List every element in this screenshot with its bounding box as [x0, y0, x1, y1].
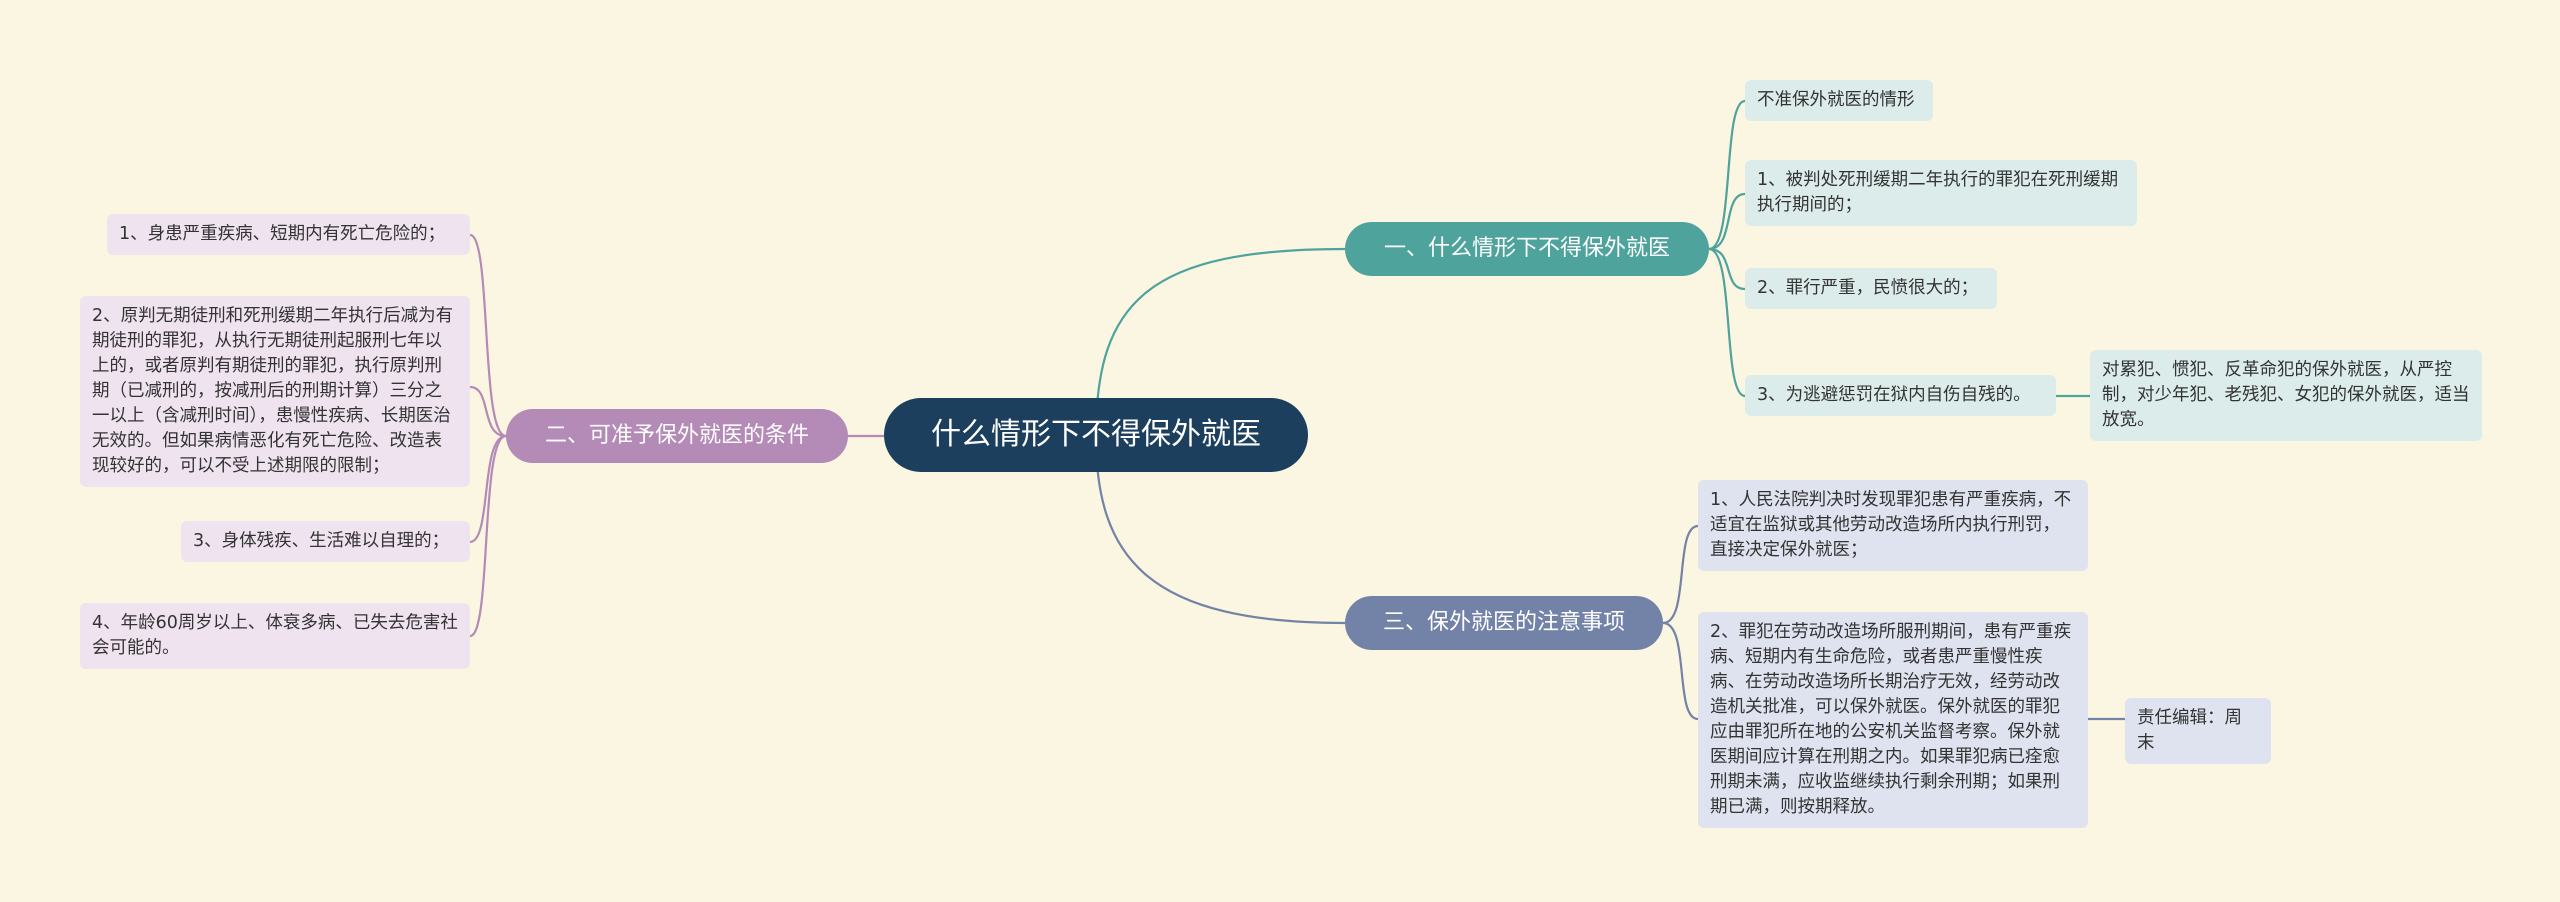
leaf-b3-item-1[interactable]: 1、人民法院判决时发现罪犯患有严重疾病，不适宜在监狱或其他劳动改造场所内执行刑罚… — [1698, 480, 2088, 571]
leaf-b3-editor[interactable]: 责任编辑：周末 — [2125, 698, 2271, 764]
branch-parole-conditions[interactable]: 二、可准予保外就医的条件 — [506, 409, 848, 463]
leaf-b2-item-4[interactable]: 4、年龄60周岁以上、体衰多病、已失去危害社会可能的。 — [80, 603, 470, 669]
leaf-b2-item-3[interactable]: 3、身体残疾、生活难以自理的； — [181, 521, 470, 562]
leaf-b1-item-1[interactable]: 1、被判处死刑缓期二年执行的罪犯在死刑缓期执行期间的； — [1745, 160, 2137, 226]
root-topic[interactable]: 什么情形下不得保外就医 — [884, 398, 1308, 472]
leaf-b3-item-2[interactable]: 2、罪犯在劳动改造场所服刑期间，患有严重疾病、短期内有生命危险，或者患严重慢性疾… — [1698, 612, 2088, 828]
branch-parole-notes[interactable]: 三、保外就医的注意事项 — [1345, 596, 1663, 650]
leaf-b1-item-3[interactable]: 3、为逃避惩罚在狱内自伤自残的。 — [1745, 375, 2056, 416]
leaf-b1-heading[interactable]: 不准保外就医的情形 — [1745, 80, 1933, 121]
leaf-b1-sub-note[interactable]: 对累犯、惯犯、反革命犯的保外就医，从严控制，对少年犯、老残犯、女犯的保外就医，适… — [2090, 350, 2482, 441]
link-root-branch1 — [1094, 247, 1346, 437]
branch-no-medical-parole[interactable]: 一、什么情形下不得保外就医 — [1345, 222, 1709, 276]
leaf-b1-item-2[interactable]: 2、罪行严重，民愤很大的； — [1745, 268, 1997, 309]
link-root-branch3 — [1094, 435, 1346, 625]
leaf-b2-item-1[interactable]: 1、身患严重疾病、短期内有死亡危险的； — [107, 214, 470, 255]
leaf-b2-item-2[interactable]: 2、原判无期徒刑和死刑缓期二年执行后减为有期徒刑的罪犯，从执行无期徒刑起服刑七年… — [80, 296, 470, 487]
